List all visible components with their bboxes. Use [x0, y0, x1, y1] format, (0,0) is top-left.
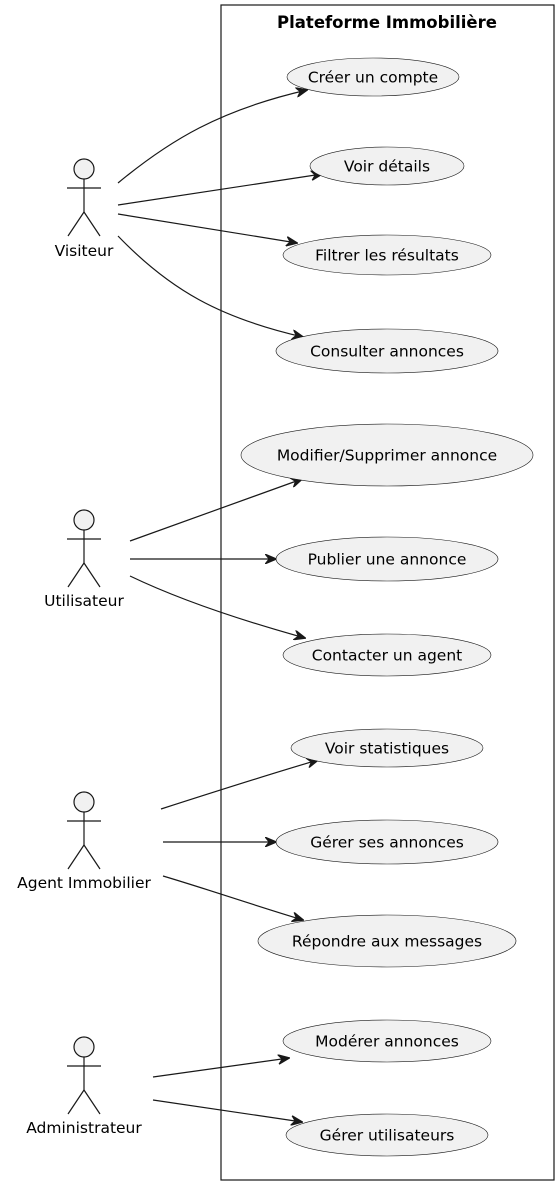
use-case-label: Gérer utilisateurs — [320, 1127, 455, 1145]
stick-figure-icon — [67, 1036, 101, 1115]
actor-visiteur[interactable]: Visiteur — [55, 158, 114, 260]
use-case-filtrer-resultats[interactable]: Filtrer les résultats — [282, 234, 492, 276]
use-case-ellipse — [275, 819, 499, 865]
association-visiteur-consulter-annonces — [117, 235, 303, 337]
use-case-ellipse — [275, 536, 499, 582]
stick-figure-icon — [67, 509, 101, 588]
association-admin-moderer-annonces — [152, 1058, 289, 1078]
actor-agent-immobilier[interactable]: Agent Immobilier — [17, 791, 151, 892]
use-case-contacter-agent[interactable]: Contacter un agent — [282, 633, 492, 677]
use-case-repondre-messages[interactable]: Répondre aux messages — [257, 914, 517, 968]
use-case-modifier-supprimer-annonce[interactable]: Modifier/Supprimer annonce — [240, 423, 534, 487]
stick-figure-icon — [67, 791, 101, 870]
actor-label: Utilisateur — [44, 592, 124, 610]
use-case-ellipse — [309, 146, 465, 186]
actors: Visiteur Utilisateur Agent Immobilier — [17, 158, 151, 1137]
use-case-ellipse — [240, 423, 534, 487]
use-case-consulter-annonces[interactable]: Consulter annonces — [275, 328, 499, 374]
stick-figure-icon — [67, 158, 101, 237]
association-utilisateur-modifier-supprimer-annonce — [129, 479, 302, 542]
system-boundary: Plateforme Immobilière — [220, 4, 555, 1181]
associations — [117, 90, 322, 1122]
use-case-label: Voir détails — [344, 158, 430, 176]
use-case-label: Voir statistiques — [325, 740, 449, 758]
use-case-label: Filtrer les résultats — [315, 247, 459, 265]
use-case-creer-compte[interactable]: Créer un compte — [286, 57, 460, 97]
use-case-gerer-utilisateurs[interactable]: Gérer utilisateurs — [285, 1113, 489, 1157]
use-case-publier-annonce[interactable]: Publier une annonce — [275, 536, 499, 582]
use-case-label: Consulter annonces — [310, 343, 464, 361]
use-case-voir-details[interactable]: Voir détails — [309, 146, 465, 186]
actor-label: Administrateur — [26, 1119, 142, 1137]
use-case-label: Gérer ses annonces — [310, 834, 464, 852]
use-case-ellipse — [282, 234, 492, 276]
actor-label: Visiteur — [55, 242, 114, 260]
actor-utilisateur[interactable]: Utilisateur — [44, 509, 124, 610]
association-visiteur-voir-details — [117, 174, 322, 206]
use-case-ellipse — [282, 1019, 492, 1063]
use-cases: Créer un compte Voir détails Filtrer les… — [240, 57, 534, 1157]
use-case-ellipse — [286, 57, 460, 97]
association-visiteur-creer-compte — [117, 90, 307, 184]
association-utilisateur-contacter-agent — [129, 575, 305, 638]
association-agent-repondre-messages — [162, 875, 303, 920]
use-case-label: Modifier/Supprimer annonce — [277, 447, 497, 465]
use-case-ellipse — [290, 728, 484, 768]
association-visiteur-filtrer-resultats — [117, 213, 297, 243]
use-case-label: Répondre aux messages — [292, 933, 482, 951]
system-boundary-frame — [220, 4, 555, 1181]
use-case-label: Contacter un agent — [312, 647, 463, 665]
system-title: Plateforme Immobilière — [277, 13, 497, 32]
actor-label: Agent Immobilier — [17, 874, 151, 892]
use-case-voir-statistiques[interactable]: Voir statistiques — [290, 728, 484, 768]
use-case-label: Créer un compte — [308, 69, 438, 87]
use-case-ellipse — [275, 328, 499, 374]
association-agent-voir-statistiques — [160, 760, 318, 810]
actor-administrateur[interactable]: Administrateur — [26, 1036, 142, 1137]
use-case-moderer-annonces[interactable]: Modérer annonces — [282, 1019, 492, 1063]
use-case-ellipse — [285, 1113, 489, 1157]
use-case-ellipse — [257, 914, 517, 968]
use-case-gerer-annonces[interactable]: Gérer ses annonces — [275, 819, 499, 865]
association-admin-gerer-utilisateurs — [152, 1099, 302, 1122]
use-case-ellipse — [282, 633, 492, 677]
use-case-label: Publier une annonce — [308, 551, 467, 569]
use-case-label: Modérer annonces — [315, 1033, 459, 1051]
